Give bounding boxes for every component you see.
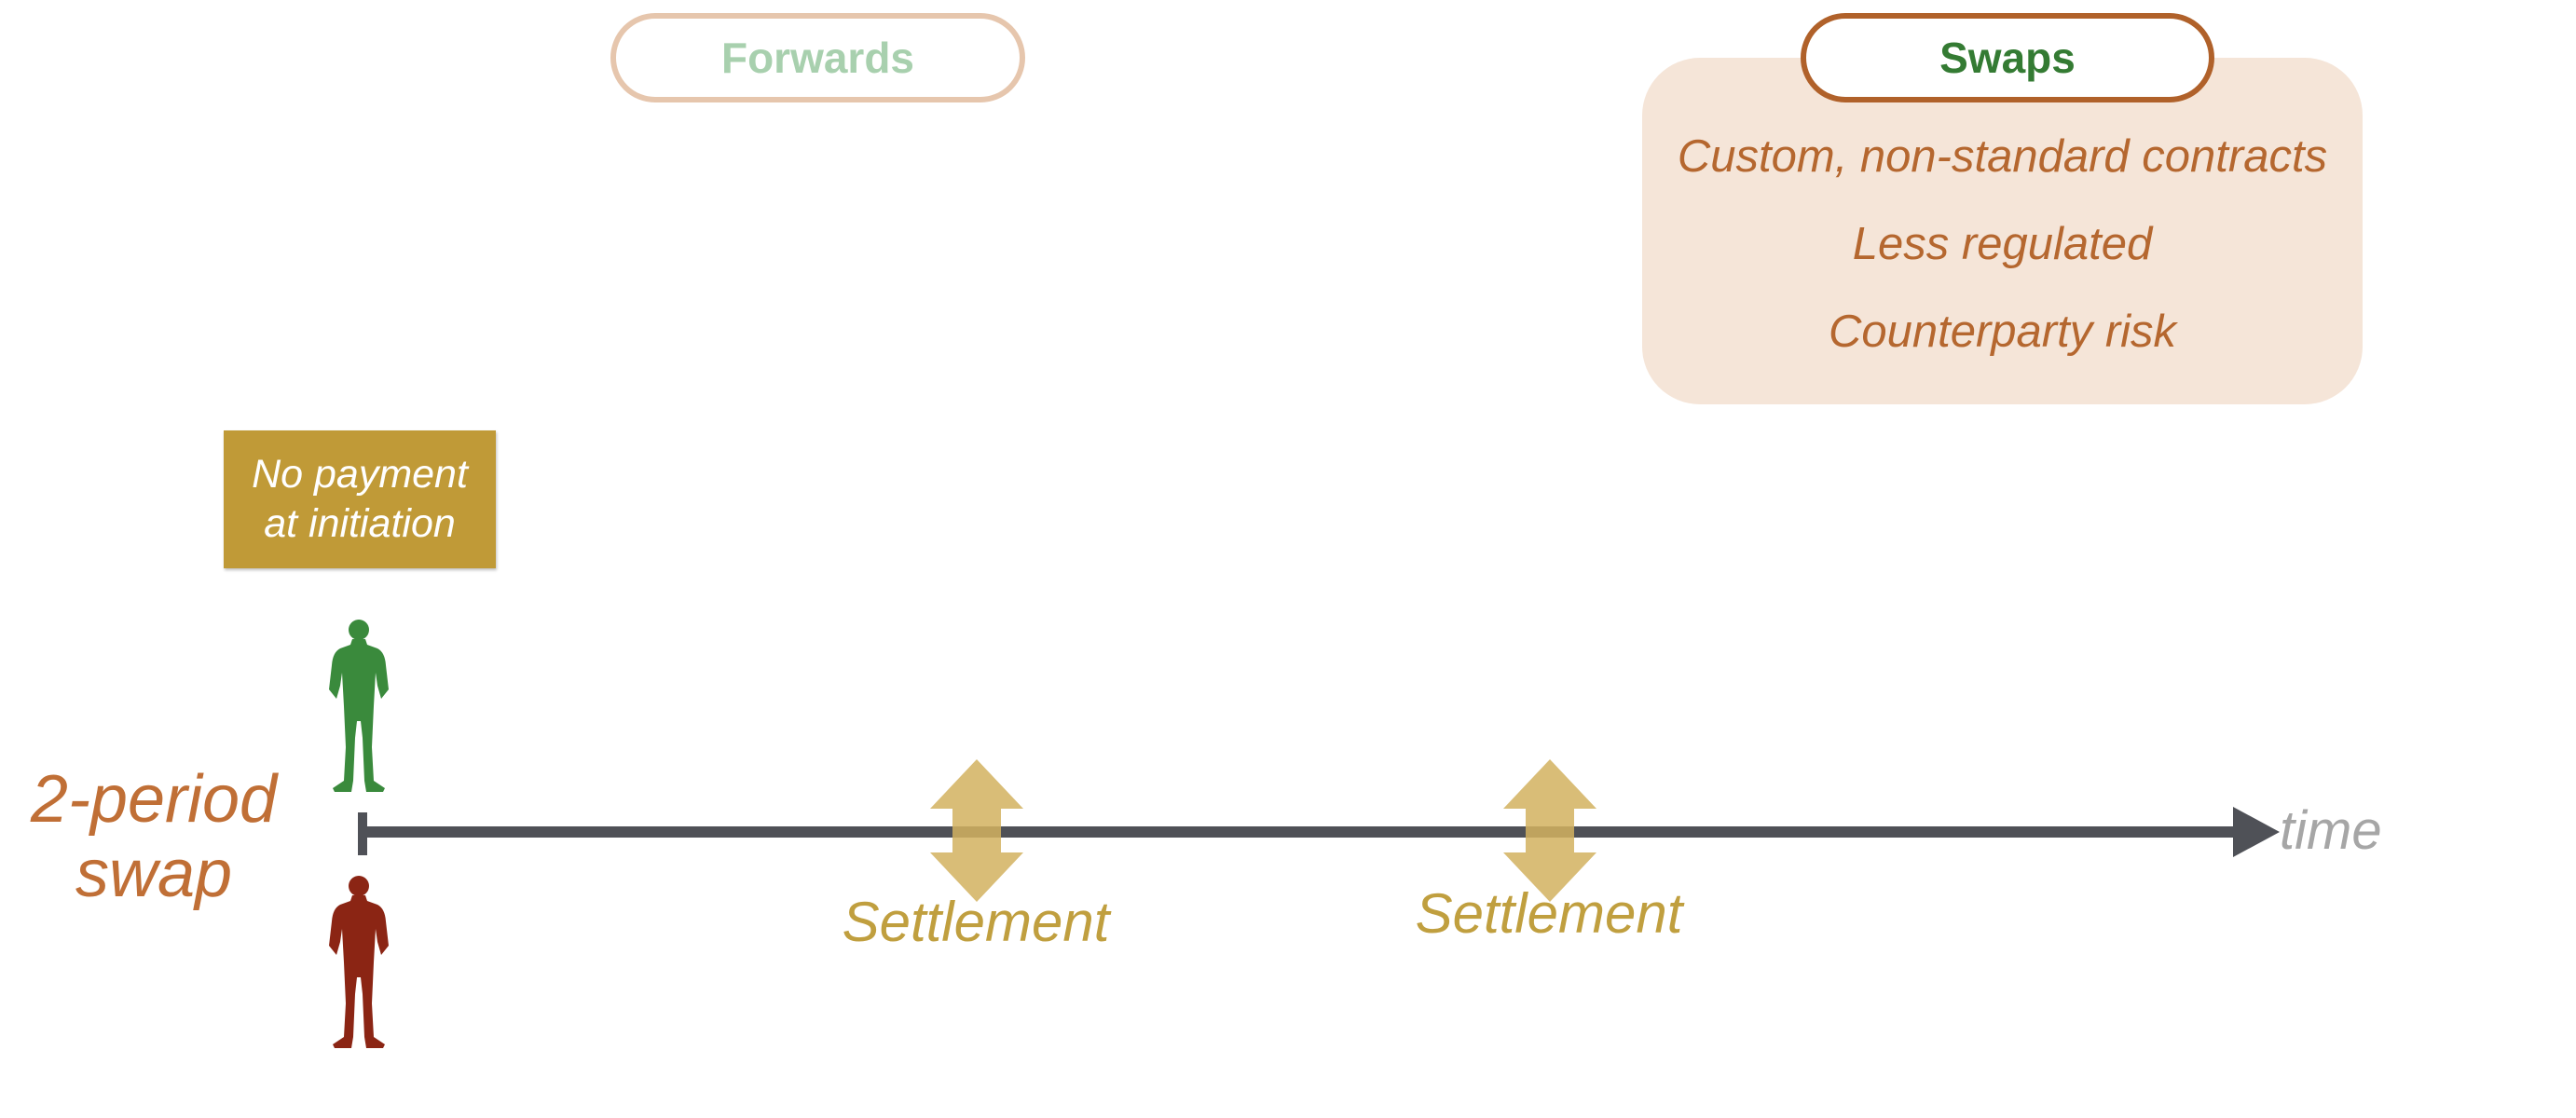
person-icon — [329, 620, 389, 792]
swap-label: 2-period swap — [19, 762, 289, 911]
swap-label-line-2: swap — [75, 837, 233, 911]
swap-features-panel: Custom, non-standard contracts Less regu… — [1642, 58, 2363, 404]
settlement-arrow-icon — [930, 759, 1023, 902]
time-axis-label: time — [2280, 800, 2382, 861]
feature-counterparty-risk: Counterparty risk — [1828, 307, 2177, 357]
feature-less-regulated: Less regulated — [1852, 219, 2153, 269]
timeline-arrow-icon — [2233, 807, 2280, 857]
person-icon — [329, 876, 389, 1048]
feature-custom-contracts: Custom, non-standard contracts — [1677, 131, 2328, 182]
swap-label-line-1: 2-period — [30, 762, 278, 837]
no-payment-line-1: No payment — [252, 452, 468, 497]
timeline-axis — [362, 826, 2240, 838]
no-payment-note: No payment at initiation — [224, 430, 496, 568]
settlement-label: Settlement — [1415, 882, 1683, 945]
tab-forwards[interactable]: Forwards — [610, 13, 1025, 102]
settlement-label: Settlement — [842, 891, 1110, 953]
tab-swaps[interactable]: Swaps — [1801, 13, 2214, 102]
no-payment-line-2: at initiation — [264, 501, 456, 546]
settlement-arrow-icon — [1503, 759, 1596, 902]
